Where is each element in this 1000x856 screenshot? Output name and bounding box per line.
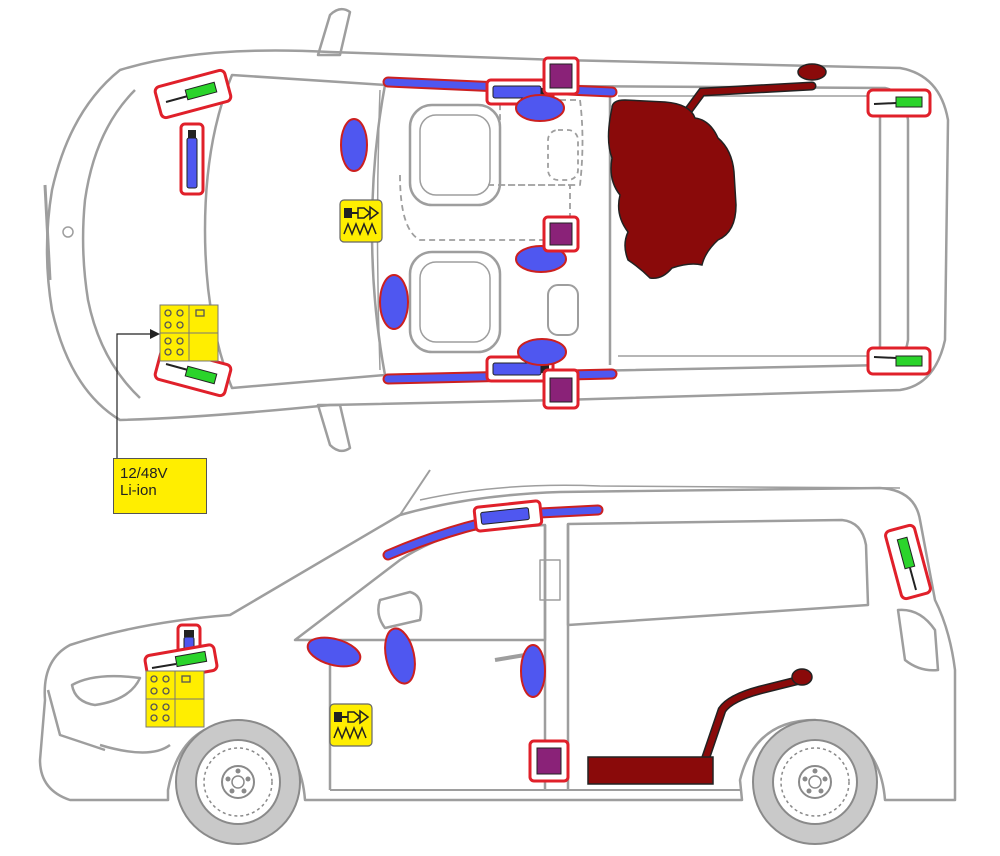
fuel-tank-icon: [587, 668, 813, 785]
seatbelt-pretensioner-icon: [542, 56, 580, 96]
top-seat-folded: [399, 99, 584, 241]
gas-generator-icon: [179, 122, 205, 196]
top-hood-line: [81, 89, 141, 399]
fuel-tank-icon: [607, 63, 827, 280]
gas-strut-icon: [153, 68, 233, 120]
gas-strut-icon: [866, 346, 932, 376]
seatbelt-pretensioner-icon: [528, 739, 570, 783]
airbag-control-unit-icon: [339, 199, 383, 243]
battery-voltage: 12/48V: [120, 465, 168, 482]
side-headlight: [70, 674, 142, 707]
top-seat-front-left: [408, 250, 502, 354]
top-mirror-left: [316, 7, 352, 57]
battery-icon: [159, 304, 219, 362]
battery-icon: [145, 670, 205, 728]
top-view: [43, 7, 950, 453]
seatbelt-pretensioner-icon: [542, 215, 580, 253]
gas-strut-icon: [884, 523, 932, 601]
top-body-outline: [45, 49, 950, 422]
seatbelt-pretensioner-icon: [542, 368, 580, 410]
airbag-icon: [306, 627, 546, 698]
airbag-icon: [340, 94, 567, 366]
top-mirror-right: [316, 403, 352, 453]
side-taillight: [896, 608, 940, 672]
callout-leader: [116, 333, 158, 458]
airbag-control-unit-icon: [329, 703, 373, 747]
battery-chemistry: Li-ion: [120, 482, 157, 499]
gas-generator-icon: [472, 499, 544, 533]
gas-strut-icon: [866, 88, 932, 118]
front-wheel: [175, 719, 301, 845]
side-mirror: [377, 590, 423, 630]
rear-wheel: [752, 719, 878, 845]
side-window-sliding: [566, 518, 870, 627]
battery-callout-label: 12/48V Li-ion: [113, 458, 207, 514]
